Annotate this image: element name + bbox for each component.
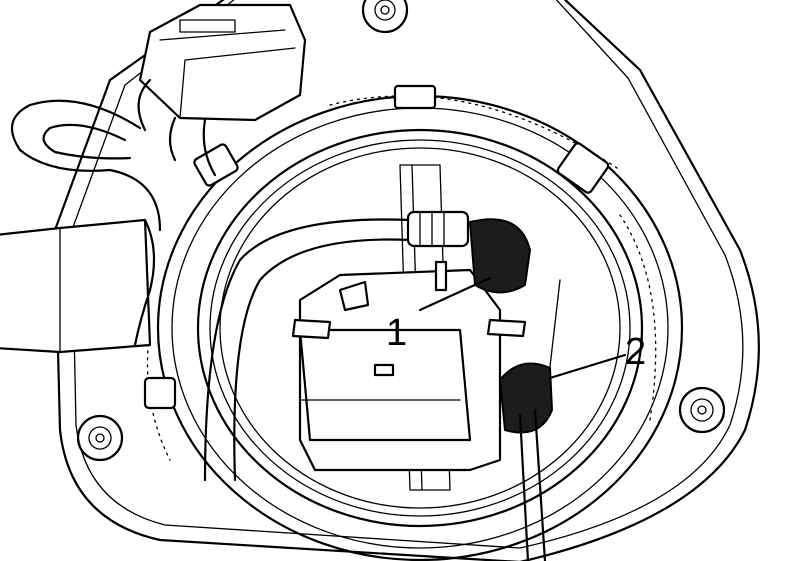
pump-body (291, 164, 561, 491)
fuel-line-2 (498, 362, 554, 561)
locking-ring (143, 84, 684, 561)
mounting-flange (53, 0, 760, 561)
wiring-harness-hose (0, 99, 162, 354)
fuel-line-1 (203, 210, 532, 482)
electrical-connector (137, 3, 307, 177)
callout-2-leader (548, 353, 627, 380)
bolt-hole-left (76, 414, 124, 462)
bolt-hole-right (678, 386, 726, 434)
callout-1-label: 1 (386, 312, 407, 354)
callout-2-label: 2 (625, 331, 646, 373)
bolt-hole-top (361, 0, 409, 34)
callout-1-leader (418, 276, 492, 312)
